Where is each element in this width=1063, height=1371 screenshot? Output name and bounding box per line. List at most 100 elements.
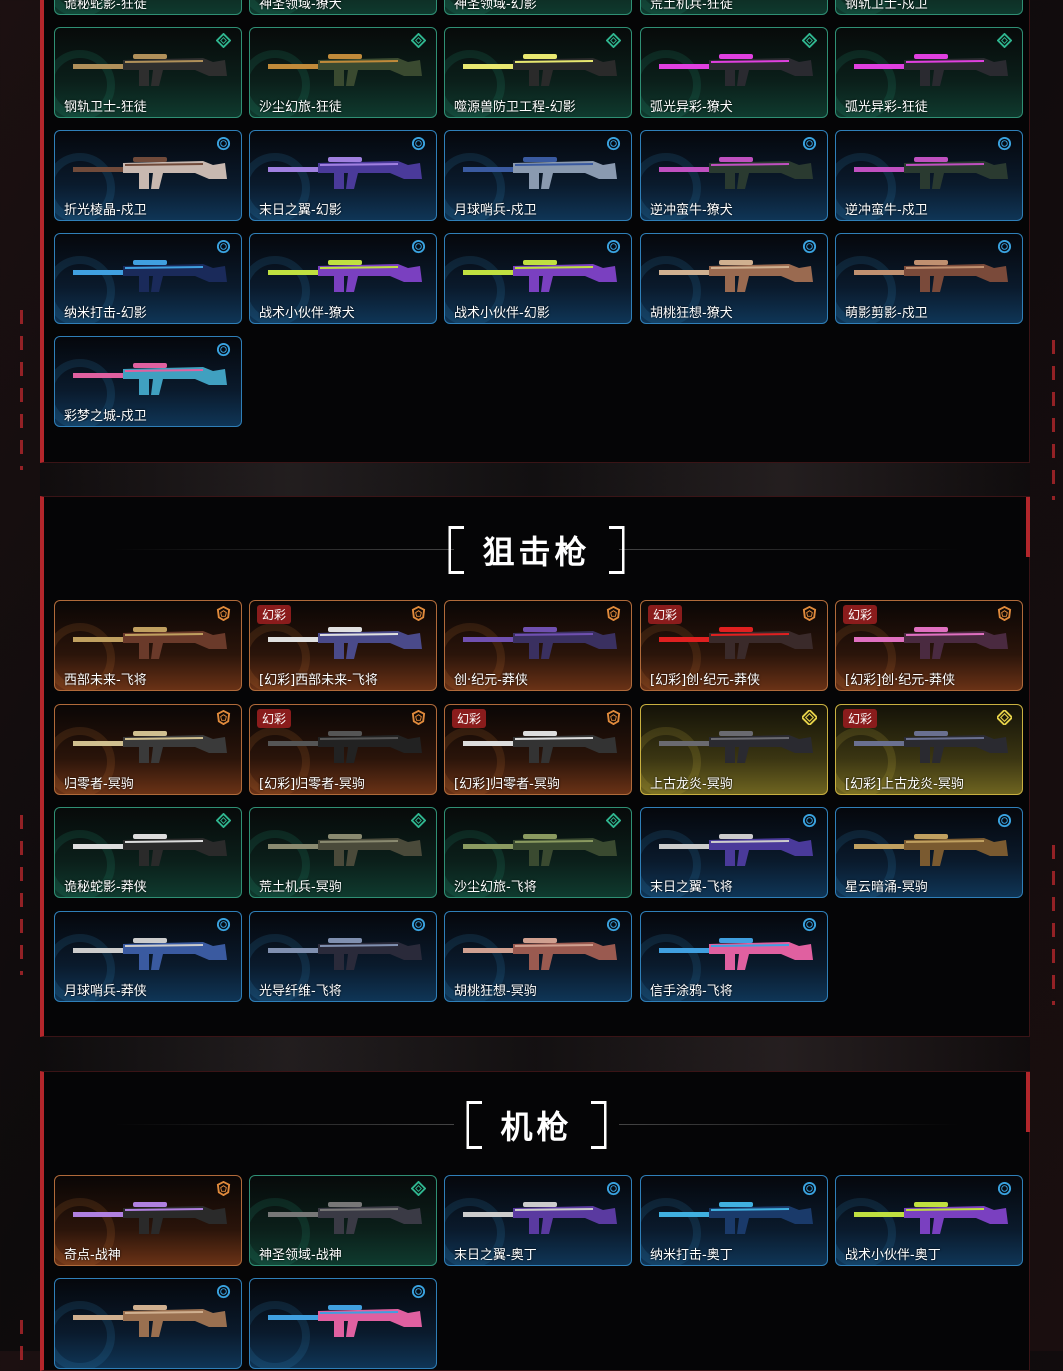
weapon-skin-card[interactable]: 胡桃狂想-獠犬 [640,233,828,324]
skin-name: 月球哨兵-戍卫 [454,203,537,218]
weapon-skin-card[interactable]: 上古龙炎-冥驹 [640,703,828,795]
weapon-skin-card[interactable]: 逆冲蛮牛-獠犬 [640,130,828,221]
weapon-skin-card[interactable]: 诡秘蛇影-狂徒 [54,0,242,15]
prism-badge: 幻彩 [843,708,878,728]
weapon-skin-card[interactable]: 归零者-冥驹 [54,703,242,795]
weapon-skin-card[interactable]: 萌影剪影-戍卫 [835,233,1023,324]
skin-name: 逆冲蛮牛-戍卫 [845,203,928,218]
orange-tier-icon [216,605,231,622]
weapon-skin-card[interactable]: 逆冲蛮牛-戍卫 [835,130,1023,221]
weapon-skin-card[interactable]: 幻彩[幻彩]创·纪元-莽侠 [640,600,828,691]
blue-tier-icon [216,136,231,151]
weapon-skin-card[interactable] [54,1278,242,1369]
blue-tier-icon [997,136,1012,151]
weapon-skin-card[interactable]: 幻彩[幻彩]归零者-冥驹 [249,703,437,795]
tier-watermark [445,623,505,690]
tier-watermark [641,726,701,794]
tier-watermark [55,623,115,690]
weapon-skin-card[interactable]: 沙尘幻旅-狂徒 [249,27,437,118]
blue-tier-icon [802,136,817,151]
blue-tier-icon [216,239,231,254]
orange-tier-icon [997,605,1012,622]
weapon-skin-card[interactable]: 西部未来-飞将 [54,600,242,691]
skin-name: 荒土机兵-冥驹 [259,880,342,895]
blue-tier-icon [606,917,621,932]
weapon-skin-card[interactable]: 末日之翼-幻影 [249,130,437,221]
tier-watermark [55,726,115,794]
skin-name: [幻彩]创·纪元-莽侠 [845,673,955,688]
weapon-skin-card[interactable]: 奇点-战神 [54,1175,242,1266]
blue-tier-icon [606,1181,621,1196]
weapon-skin-card[interactable]: 信手涂鸦-飞将 [640,910,828,1002]
weapon-skin-card[interactable]: 神圣领域-幻影 [444,0,632,15]
tier-watermark [55,256,115,323]
blue-tier-icon [997,813,1012,828]
green-tier-icon [410,32,427,49]
tier-watermark [250,256,310,323]
weapon-skin-card[interactable]: 钢轨卫士-狂徒 [54,27,242,118]
weapon-skin-card[interactable] [249,1278,437,1369]
skin-name: [幻彩]西部未来-飞将 [259,673,378,688]
weapon-skin-card[interactable]: 幻彩[幻彩]上古龙炎-冥驹 [835,703,1023,795]
weapon-skin-card[interactable]: 折光棱晶-戍卫 [54,130,242,221]
weapon-skin-card[interactable]: 荒土机兵-狂徒 [640,0,828,15]
weapon-skin-card[interactable]: 末日之翼-飞将 [640,807,828,898]
weapon-skin-card[interactable]: 末日之翼-奥丁 [444,1175,632,1266]
tier-watermark [641,256,701,323]
weapon-skin-card[interactable]: 创·纪元-莽侠 [444,600,632,691]
weapon-skin-card[interactable]: 战术小伙伴-獠犬 [249,233,437,324]
weapon-skin-card[interactable]: 战术小伙伴-奥丁 [835,1175,1023,1266]
skin-name: 末日之翼-飞将 [650,880,733,895]
green-tier-icon [410,812,427,829]
orange-tier-icon [802,605,817,622]
skin-name: 上古龙炎-冥驹 [650,776,733,792]
tier-watermark [836,1198,896,1265]
weapon-skin-card[interactable]: 月球哨兵-戍卫 [444,130,632,221]
side-decoration [20,1320,23,1360]
blue-tier-icon [997,239,1012,254]
weapon-skin-card[interactable]: 沙尘幻旅-飞将 [444,807,632,898]
weapon-skin-card[interactable]: 纳米打击-幻影 [54,233,242,324]
blue-tier-icon [411,136,426,151]
weapon-skin-card[interactable]: 弧光异彩-獠犬 [640,27,828,118]
weapon-skin-card[interactable]: 月球哨兵-莽侠 [54,910,242,1002]
skin-name: 纳米打击-幻影 [64,306,147,321]
weapon-skin-card[interactable]: 彩梦之城-戍卫 [54,336,242,427]
prism-badge: 幻彩 [452,708,487,728]
skin-name: 光导纤维-飞将 [259,983,342,999]
weapon-skin-card[interactable]: 弧光异彩-狂徒 [835,27,1023,118]
weapon-skin-card[interactable]: 幻彩[幻彩]创·纪元-莽侠 [835,600,1023,691]
tier-watermark [55,933,115,1001]
skin-name: 末日之翼-奥丁 [454,1248,537,1263]
weapon-skin-card[interactable]: 噬源兽防卫工程-幻影 [444,27,632,118]
weapon-skin-card[interactable]: 钢轨卫士-戍卫 [835,0,1023,15]
skin-name: 纳米打击-奥丁 [650,1248,733,1263]
green-tier-icon [605,812,622,829]
weapon-skin-card[interactable]: 荒土机兵-冥驹 [249,807,437,898]
skin-name: 沙尘幻旅-狂徒 [259,100,342,115]
skin-name: 胡桃狂想-獠犬 [650,306,733,321]
weapon-skin-card[interactable]: 幻彩[幻彩]西部未来-飞将 [249,600,437,691]
weapon-skin-card[interactable]: 纳米打击-奥丁 [640,1175,828,1266]
tier-watermark [641,933,701,1001]
blue-tier-icon [411,1284,426,1299]
skin-name: 胡桃狂想-冥驹 [454,983,537,999]
tier-watermark [445,726,505,794]
weapon-skin-card[interactable]: 神圣领域-獠犬 [249,0,437,15]
green-tier-icon [801,32,818,49]
weapon-skin-card[interactable]: 胡桃狂想-冥驹 [444,910,632,1002]
tier-watermark [836,623,896,690]
weapon-skin-card[interactable]: 星云暗涌-冥驹 [835,807,1023,898]
skin-name: 诡秘蛇影-莽侠 [64,880,147,895]
weapon-skin-card[interactable]: 诡秘蛇影-莽侠 [54,807,242,898]
sniper-section: 狙击枪 西部未来-飞将幻彩[幻彩]西部未来-飞将创·纪元-莽侠幻彩[幻彩]创·纪… [40,496,1030,1037]
skin-name: 噬源兽防卫工程-幻影 [454,100,576,115]
weapon-skin-card[interactable]: 战术小伙伴-幻影 [444,233,632,324]
weapon-skin-card[interactable]: 幻彩[幻彩]归零者-冥驹 [444,703,632,795]
orange-tier-icon [411,605,426,622]
weapon-skin-card[interactable]: 神圣领域-战神 [249,1175,437,1266]
orange-tier-icon [411,709,426,725]
tier-watermark [55,50,115,117]
weapon-skin-card[interactable]: 光导纤维-飞将 [249,910,437,1002]
skin-name: 弧光异彩-狂徒 [845,100,928,115]
